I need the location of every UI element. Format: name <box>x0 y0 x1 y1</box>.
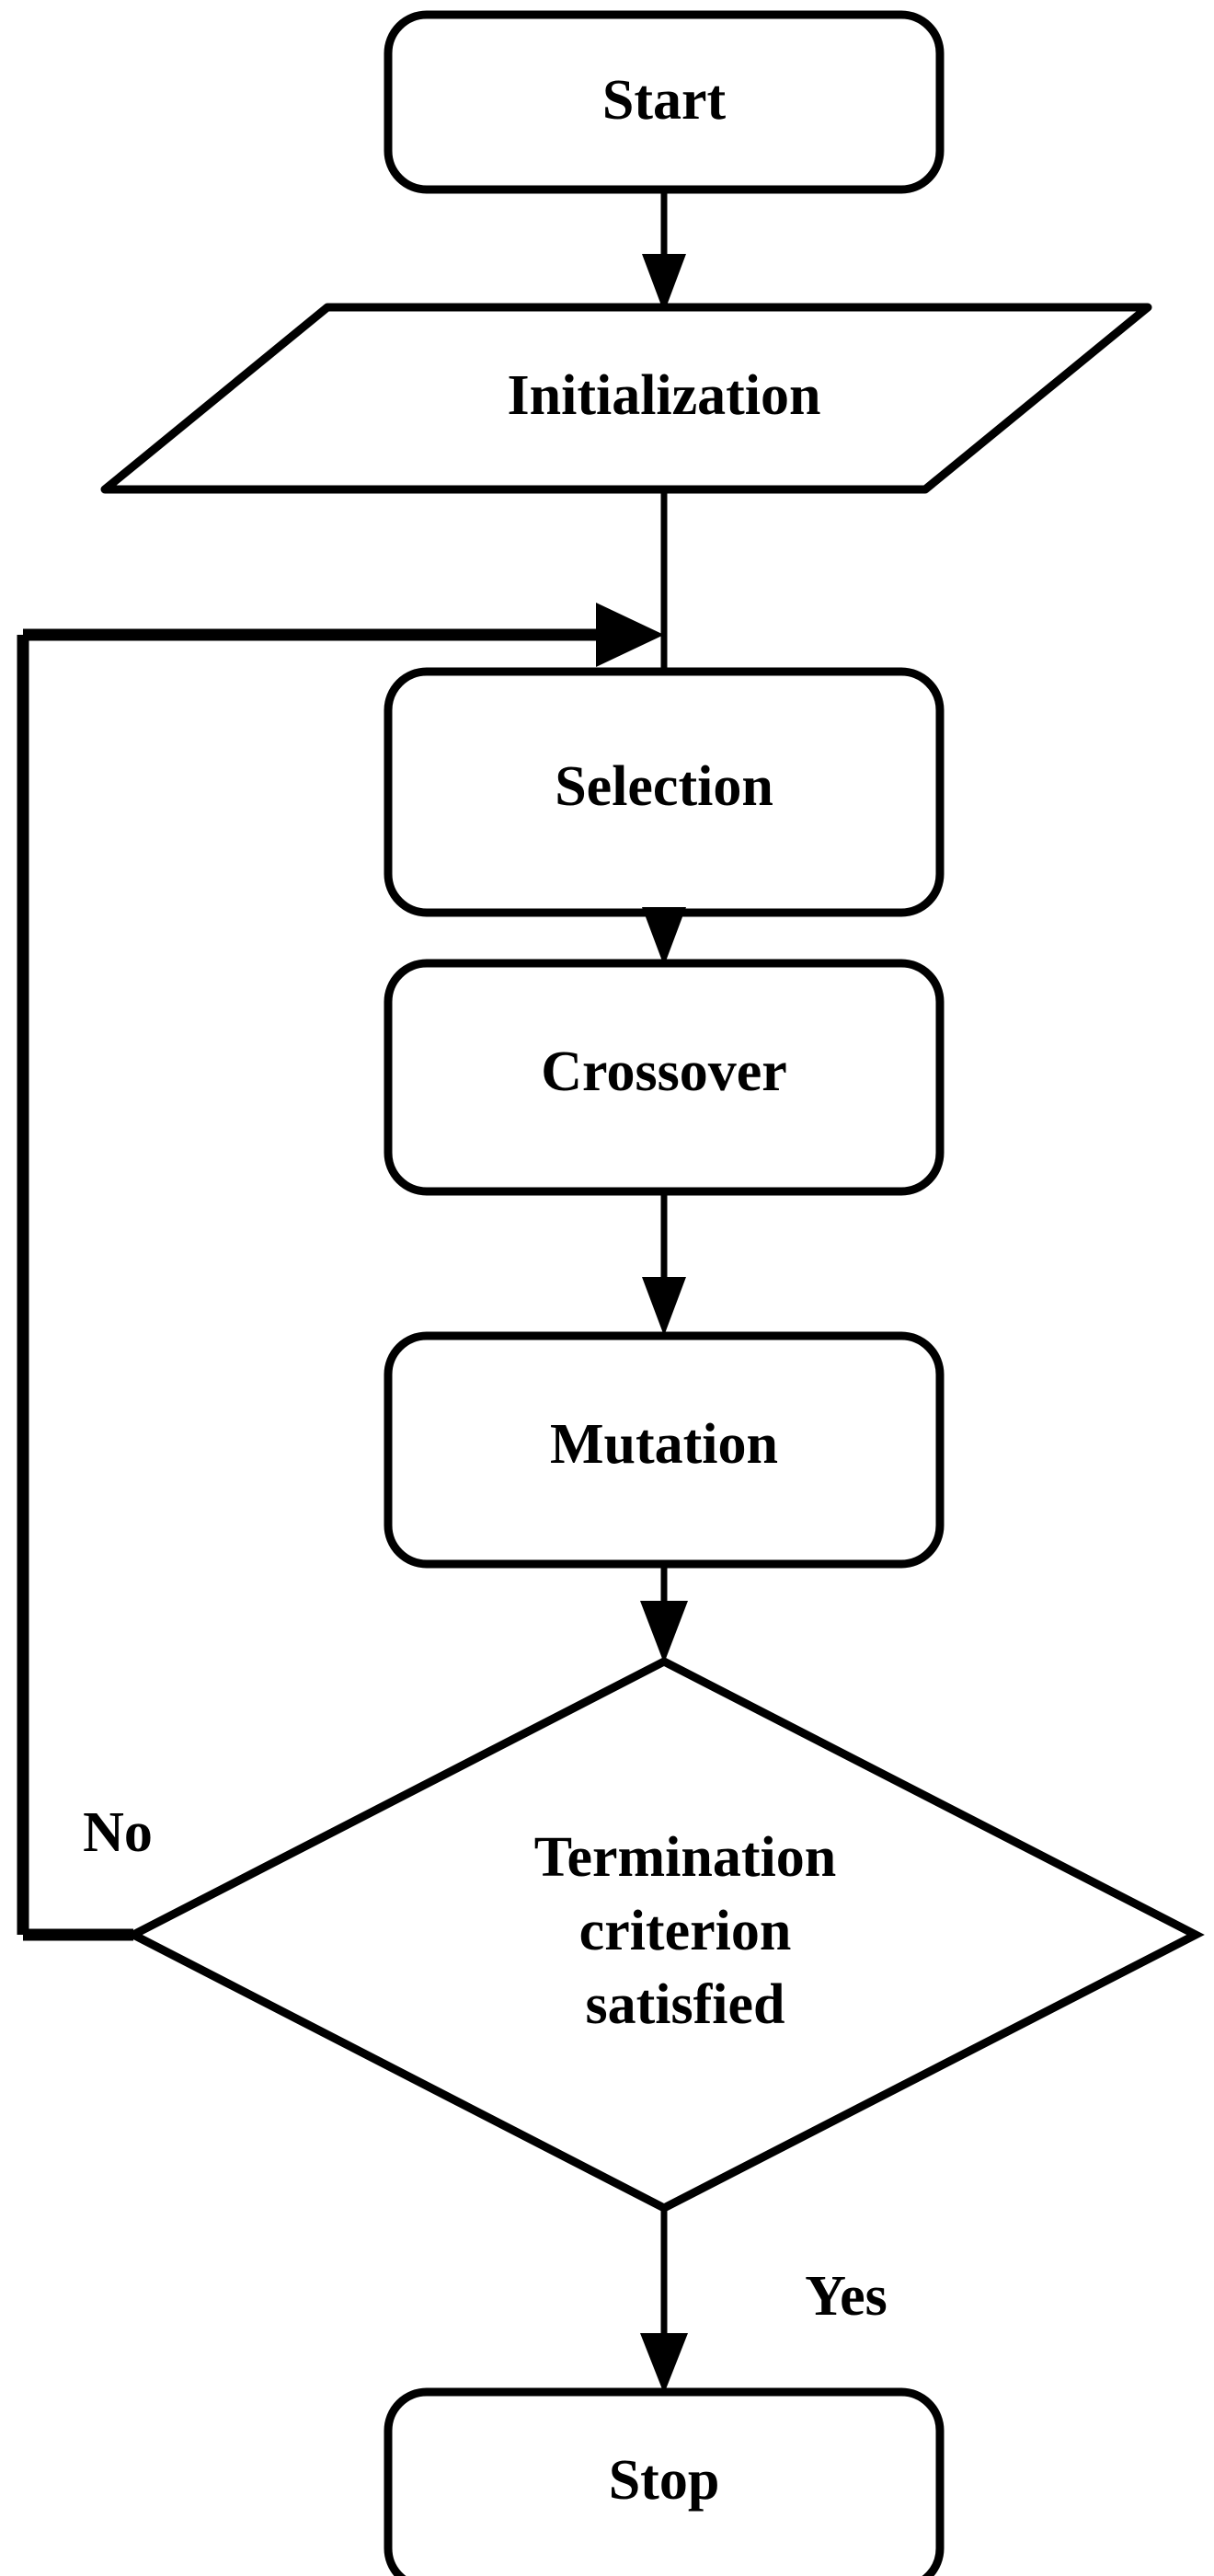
edge-start-to-initialization <box>642 190 686 313</box>
decision-label-line-1: Termination <box>534 1826 836 1889</box>
edge-decision-to-stop <box>640 2208 688 2394</box>
mutation-label: Mutation <box>550 1413 778 1476</box>
node-stop[interactable]: Stop <box>384 2387 945 2576</box>
edge-crossover-to-mutation <box>642 1191 686 1336</box>
node-selection[interactable]: Selection <box>384 667 945 917</box>
stop-box-shape <box>384 2387 945 2576</box>
node-decision[interactable]: Termination criterion satisfied <box>124 1656 1205 2214</box>
arrowhead-icon <box>596 603 664 667</box>
arrowhead-icon <box>642 907 686 966</box>
edge-mutation-to-decision <box>640 1564 688 1663</box>
initialization-label: Initialization <box>507 364 820 427</box>
crossover-label: Crossover <box>541 1041 786 1103</box>
node-crossover[interactable]: Crossover <box>384 959 945 1196</box>
edge-label-no: No <box>83 1801 153 1864</box>
start-label: Start <box>602 69 727 132</box>
edge-no-feedback-loop <box>17 603 664 1941</box>
stop-label: Stop <box>609 2449 720 2512</box>
arrowhead-icon <box>640 2333 688 2394</box>
node-mutation[interactable]: Mutation <box>384 1331 945 1569</box>
node-initialization[interactable]: Initialization <box>100 303 1152 494</box>
selection-label: Selection <box>555 755 773 818</box>
initialization-parallelogram-shape <box>100 303 1152 494</box>
edge-selection-to-crossover <box>642 907 686 966</box>
arrowhead-icon <box>640 1601 688 1663</box>
arrowhead-icon <box>642 1277 686 1336</box>
arrowhead-icon <box>642 254 686 313</box>
edge-label-yes: Yes <box>805 2265 888 2328</box>
decision-label-line-3: satisfied <box>586 1973 785 2036</box>
node-start[interactable]: Start <box>384 10 945 194</box>
decision-label-line-2: criterion <box>579 1900 792 1962</box>
